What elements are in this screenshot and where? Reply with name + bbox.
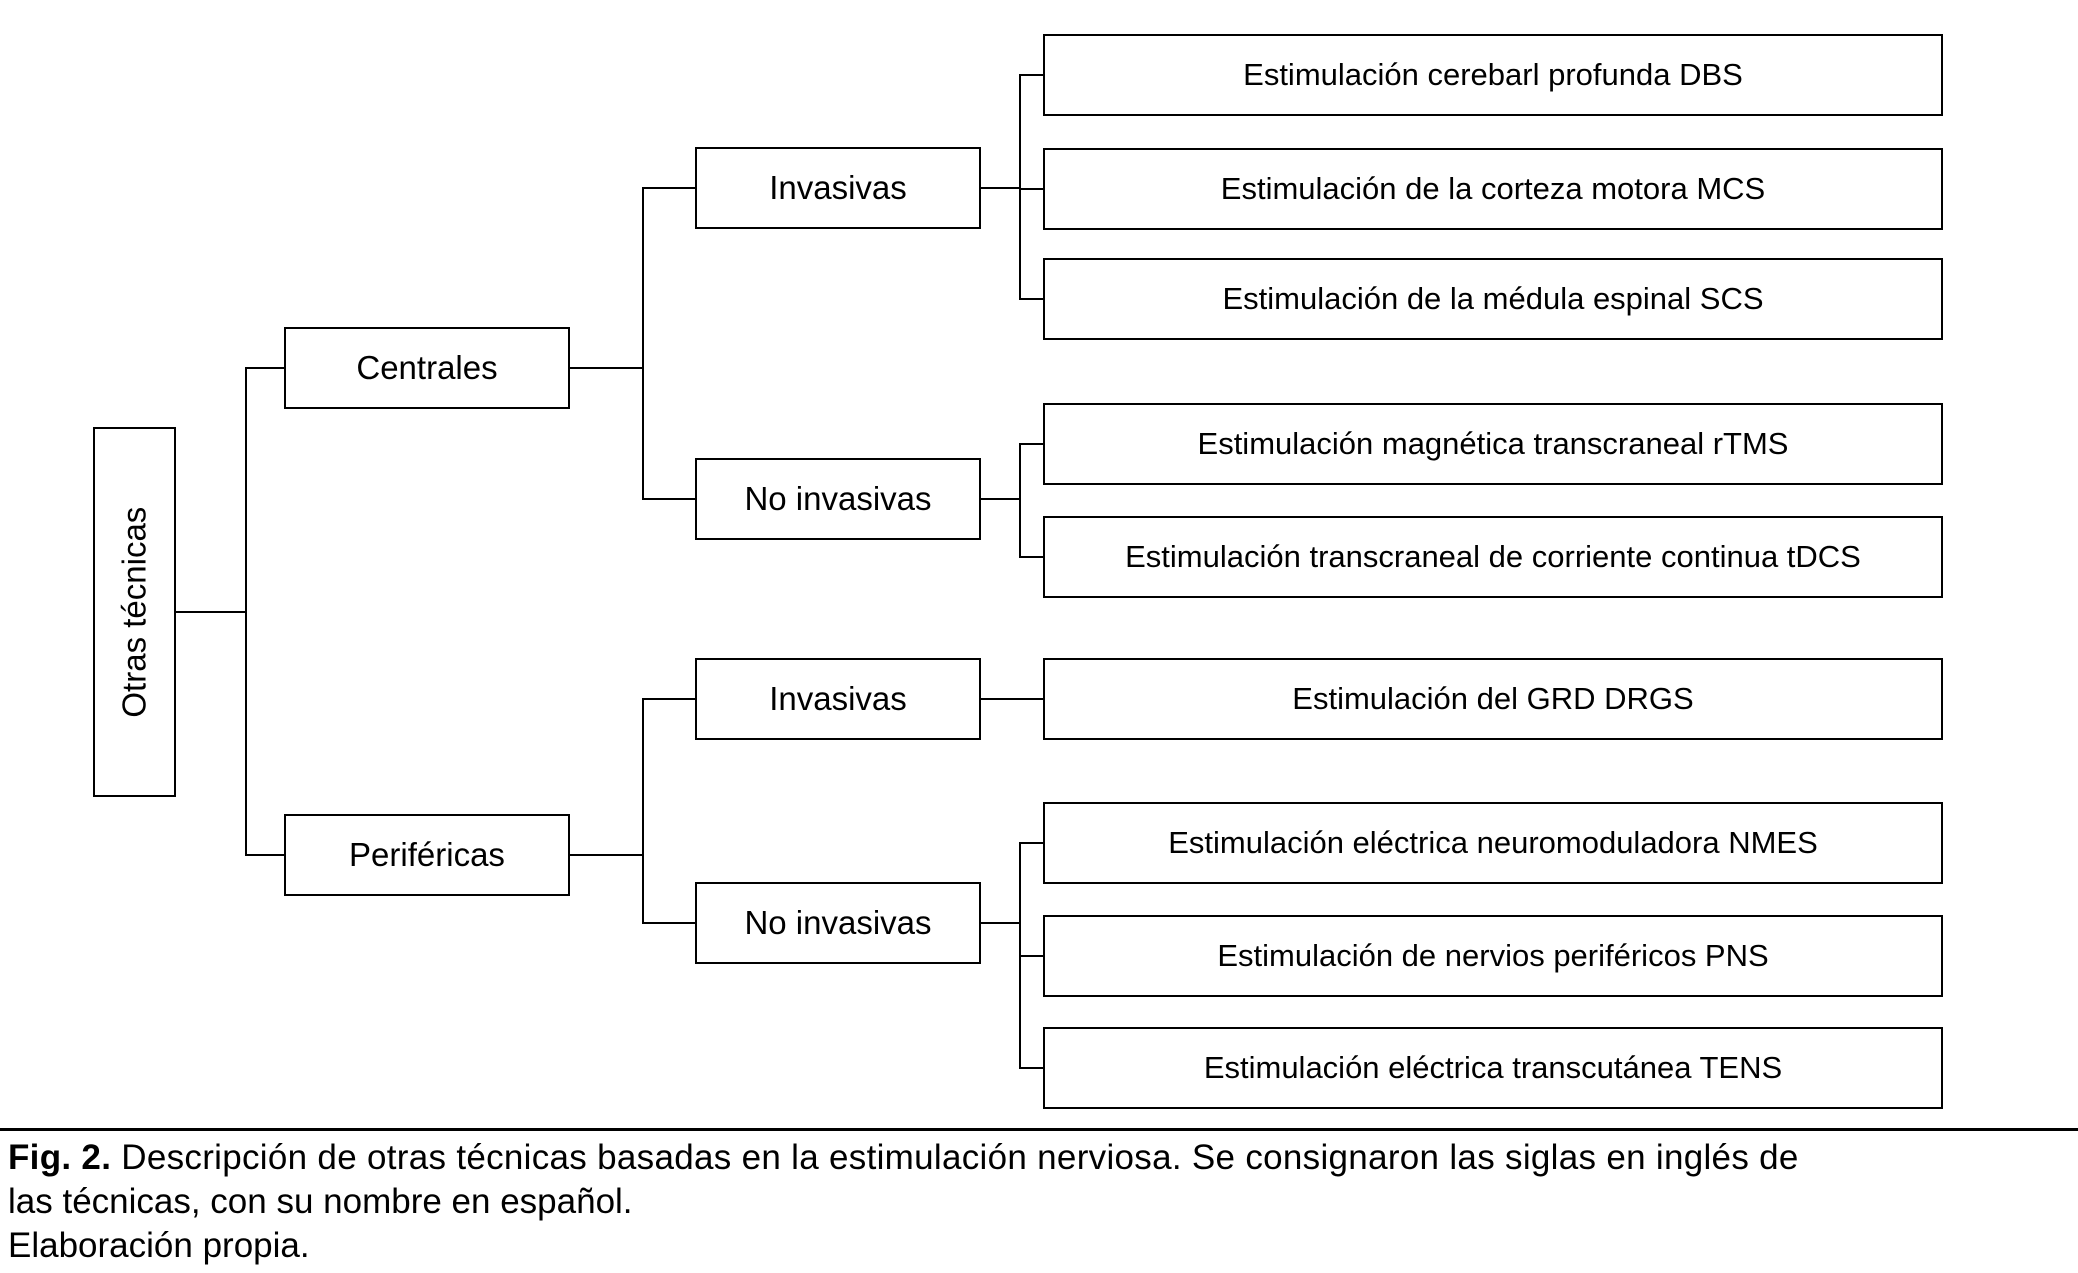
connector-c-invasivas-stub — [981, 187, 1020, 189]
leaf-node-drgs-label: Estimulación del GRD DRGS — [1292, 680, 1694, 716]
node-root-otras-tecnicas[interactable]: Otras técnicas — [93, 427, 176, 797]
node-group-centrales-no-invasivas[interactable]: No invasivas — [695, 458, 981, 540]
node-group-perifericas-no-invasivas[interactable]: No invasivas — [695, 882, 981, 964]
connector-to-leaf-mcs — [1019, 188, 1043, 190]
node-group-perifericas-invasivas-label: Invasivas — [769, 679, 907, 717]
leaf-node-scs-label: Estimulación de la médula espinal SCS — [1222, 280, 1764, 316]
connector-to-leaf-rtms — [1019, 443, 1043, 445]
leaf-node-pns-label: Estimulación de nervios periféricos PNS — [1217, 937, 1769, 973]
leaf-node-mcs-label: Estimulación de la corteza motora MCS — [1220, 170, 1766, 206]
leaf-node-tdcs-label: Estimulación transcraneal de corriente c… — [1125, 538, 1861, 574]
connector-to-leaf-scs — [1019, 298, 1043, 300]
connector-perifericas-to-noinvasivas — [642, 922, 695, 924]
connector-perifericas-trunk — [642, 699, 644, 923]
caption-line-1: Fig. 2. Descripción de otras técnicas ba… — [8, 1136, 2070, 1180]
leaf-node-rtms[interactable]: Estimulación magnética transcraneal rTMS — [1043, 403, 1943, 485]
leaf-node-dbs-label: Estimulación cerebarl profunda DBS — [1243, 56, 1743, 92]
caption-line-3: Elaboración propia. — [8, 1226, 310, 1266]
caption-figure-number: Fig. 2. — [8, 1138, 112, 1177]
leaf-node-dbs[interactable]: Estimulación cerebarl profunda DBS — [1043, 34, 1943, 116]
connector-perifericas-to-invasivas — [642, 698, 695, 700]
node-group-perifericas-invasivas[interactable]: Invasivas — [695, 658, 981, 740]
leaf-node-rtms-label: Estimulación magnética transcraneal rTMS — [1197, 425, 1789, 461]
connector-root-trunk — [245, 368, 247, 855]
connector-p-noinvasivas-stub — [981, 922, 1020, 924]
connector-centrales-to-invasivas — [642, 187, 695, 189]
leaf-node-pns[interactable]: Estimulación de nervios periféricos PNS — [1043, 915, 1943, 997]
leaf-node-nmes[interactable]: Estimulación eléctrica neuromoduladora N… — [1043, 802, 1943, 884]
node-group-perifericas-no-invasivas-label: No invasivas — [744, 903, 932, 941]
node-group-centrales-invasivas-label: Invasivas — [769, 168, 907, 206]
leaf-node-tens[interactable]: Estimulación eléctrica transcutánea TENS — [1043, 1027, 1943, 1109]
figure-caption: Fig. 2. Descripción de otras técnicas ba… — [8, 1136, 2070, 1268]
connector-to-leaf-nmes — [1019, 842, 1043, 844]
node-group-centrales-no-invasivas-label: No invasivas — [744, 479, 932, 517]
connector-root-stub — [176, 611, 246, 613]
leaf-node-tdcs[interactable]: Estimulación transcraneal de corriente c… — [1043, 516, 1943, 598]
caption-line-1-text: Descripción de otras técnicas basadas en… — [111, 1138, 1799, 1177]
connector-to-leaf-tdcs — [1019, 556, 1043, 558]
connector-centrales-to-noinvasivas — [642, 498, 695, 500]
connector-to-leaf-pns — [1019, 955, 1043, 957]
caption-line-2: las técnicas, con su nombre en español. — [8, 1182, 633, 1222]
leaf-node-drgs[interactable]: Estimulación del GRD DRGS — [1043, 658, 1943, 740]
leaf-node-tens-label: Estimulación eléctrica transcutánea TENS — [1203, 1049, 1783, 1085]
connector-c-noinvasivas-trunk — [1019, 444, 1021, 557]
connector-centrales-trunk — [642, 188, 644, 499]
connector-c-noinvasivas-stub — [981, 498, 1020, 500]
node-branch-centrales-label: Centrales — [356, 348, 498, 386]
node-branch-perifericas[interactable]: Periféricas — [284, 814, 570, 896]
node-branch-perifericas-label: Periféricas — [349, 835, 505, 873]
connector-to-leaf-dbs — [1019, 74, 1043, 76]
caption-divider-rule — [0, 1128, 2078, 1131]
connector-to-leaf-drgs — [981, 698, 1043, 700]
connector-centrales-stub — [570, 367, 643, 369]
leaf-node-mcs[interactable]: Estimulación de la corteza motora MCS — [1043, 148, 1943, 230]
node-root-label: Otras técnicas — [115, 506, 153, 718]
node-branch-centrales[interactable]: Centrales — [284, 327, 570, 409]
connector-c-invasivas-trunk — [1019, 75, 1021, 299]
leaf-node-nmes-label: Estimulación eléctrica neuromoduladora N… — [1168, 824, 1818, 860]
connector-root-to-centrales — [245, 367, 284, 369]
tree-diagram: Otras técnicas Centrales Periféricas Inv… — [93, 34, 1943, 1109]
connector-perifericas-stub — [570, 854, 643, 856]
node-group-centrales-invasivas[interactable]: Invasivas — [695, 147, 981, 229]
connector-to-leaf-tens — [1019, 1067, 1043, 1069]
connector-root-to-perifericas — [245, 854, 284, 856]
leaf-node-scs[interactable]: Estimulación de la médula espinal SCS — [1043, 258, 1943, 340]
